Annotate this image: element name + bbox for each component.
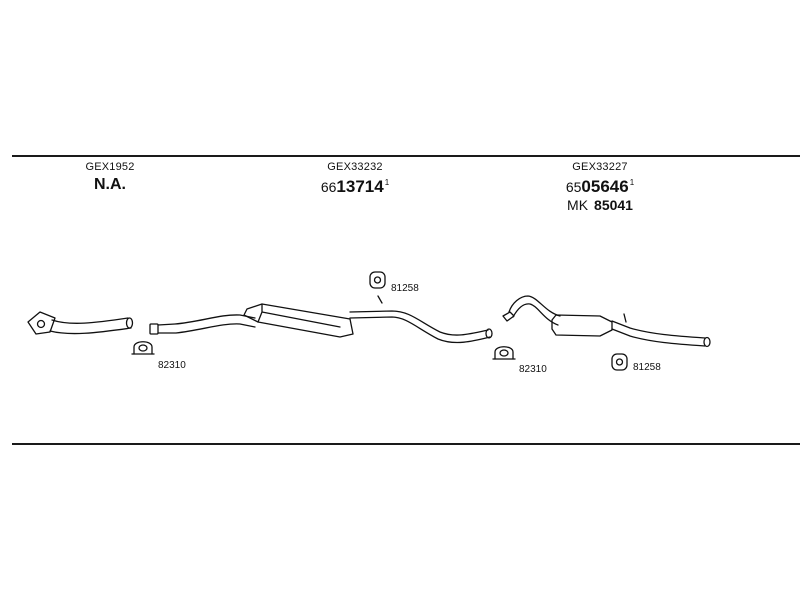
front-pipe [27, 311, 134, 335]
hanger-label: 81258 [633, 362, 661, 373]
part-number: 66137141 [305, 178, 405, 195]
part-column-front-pipe: GEX1952 N.A. [70, 162, 150, 193]
part-column-middle-silencer: GEX33232 66137141 [305, 161, 405, 196]
kit-prefix: MK [567, 197, 589, 213]
part-code: GEX33227 [572, 161, 628, 173]
part-number-footnote: 1 [384, 178, 390, 188]
kit-number: MK 85041 [545, 198, 655, 212]
clamp-icon [131, 341, 155, 355]
part-code: GEX33232 [327, 161, 383, 173]
clamp-label: 82310 [158, 360, 186, 371]
top-divider [12, 155, 800, 157]
part-number: 65056461 [545, 178, 655, 195]
rear-silencer-assembly [502, 295, 711, 348]
part-number-prefix: 65 [565, 179, 582, 195]
bottom-divider [12, 443, 800, 445]
part-number-main: 13714 [336, 177, 384, 196]
part-number-main: 05646 [581, 177, 629, 196]
part-number-prefix: 66 [320, 179, 337, 195]
part-code: GEX1952 [85, 161, 135, 173]
middle-silencer-assembly [149, 295, 493, 344]
part-number-footnote: 1 [629, 178, 635, 188]
clamp-label: 82310 [519, 364, 547, 375]
part-number: N.A. [94, 176, 126, 193]
rubber-hanger-icon [611, 353, 628, 371]
rubber-hanger-icon [369, 271, 386, 289]
part-column-rear-silencer: GEX33227 65056461 MK 85041 [545, 161, 655, 213]
hanger-label: 81258 [391, 283, 419, 294]
clamp-icon [492, 346, 516, 360]
kit-number-value: 85041 [594, 197, 633, 213]
